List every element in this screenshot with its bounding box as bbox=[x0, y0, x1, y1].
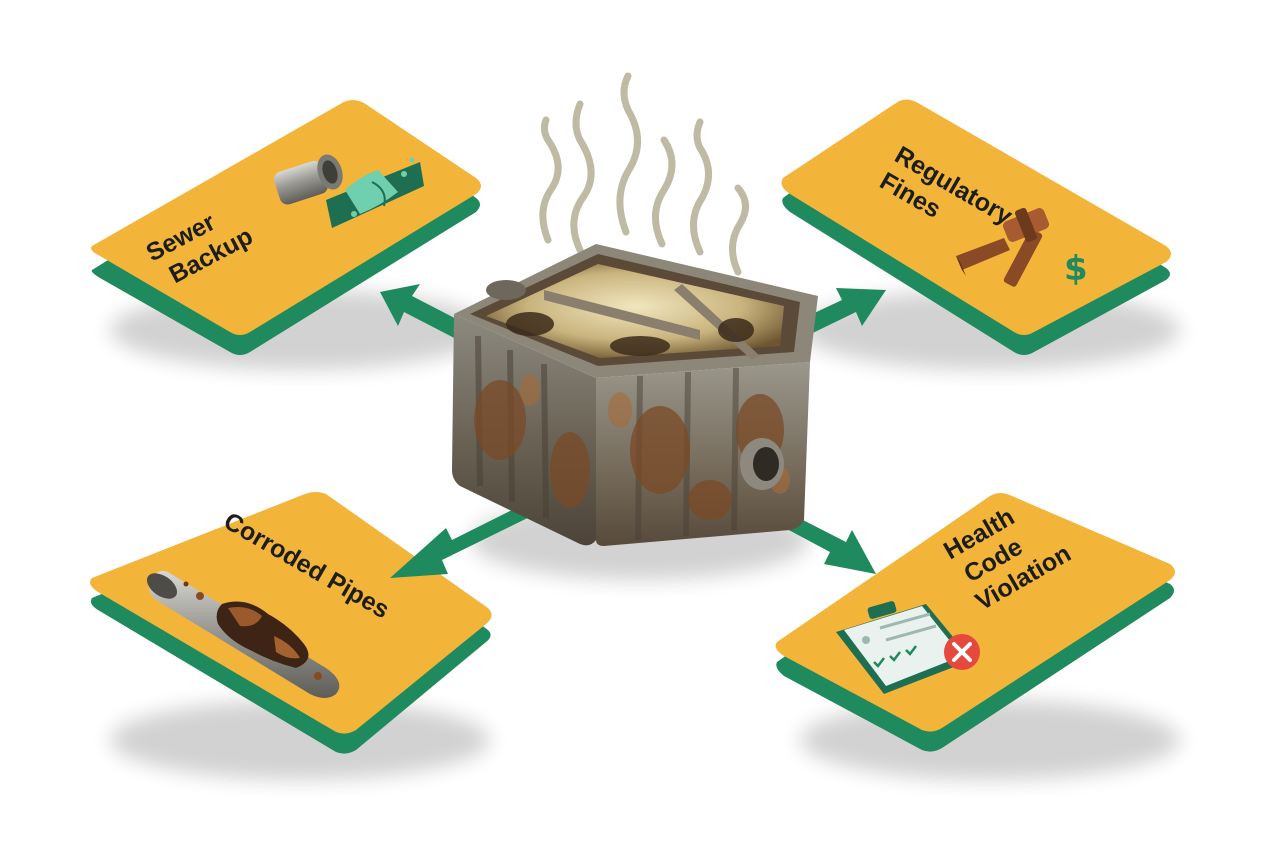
dollar-sign-icon: $ bbox=[1064, 249, 1088, 289]
card-top bbox=[91, 100, 481, 335]
card-corroded-pipes: Corroded Pipes bbox=[90, 492, 492, 754]
card-sewer-backup: Sewer Backup bbox=[91, 100, 481, 355]
clipboard-x-icon bbox=[836, 601, 980, 694]
card-regulatory-fines: Regulatory Fines $ bbox=[781, 99, 1171, 355]
overflowing-pipe-icon bbox=[274, 154, 424, 228]
card-health-code-violation: Health Code Violation bbox=[775, 493, 1175, 752]
arrow-to-sewer-backup bbox=[380, 284, 470, 342]
corroded-pipe-icon bbox=[146, 570, 340, 698]
steam-icon bbox=[539, 72, 749, 276]
outlet-pipe bbox=[740, 438, 784, 490]
card-top bbox=[781, 99, 1171, 335]
gavel-dollar-icon: $ bbox=[956, 207, 1088, 289]
card-top bbox=[90, 492, 492, 734]
grease-trap-icon bbox=[452, 244, 818, 546]
